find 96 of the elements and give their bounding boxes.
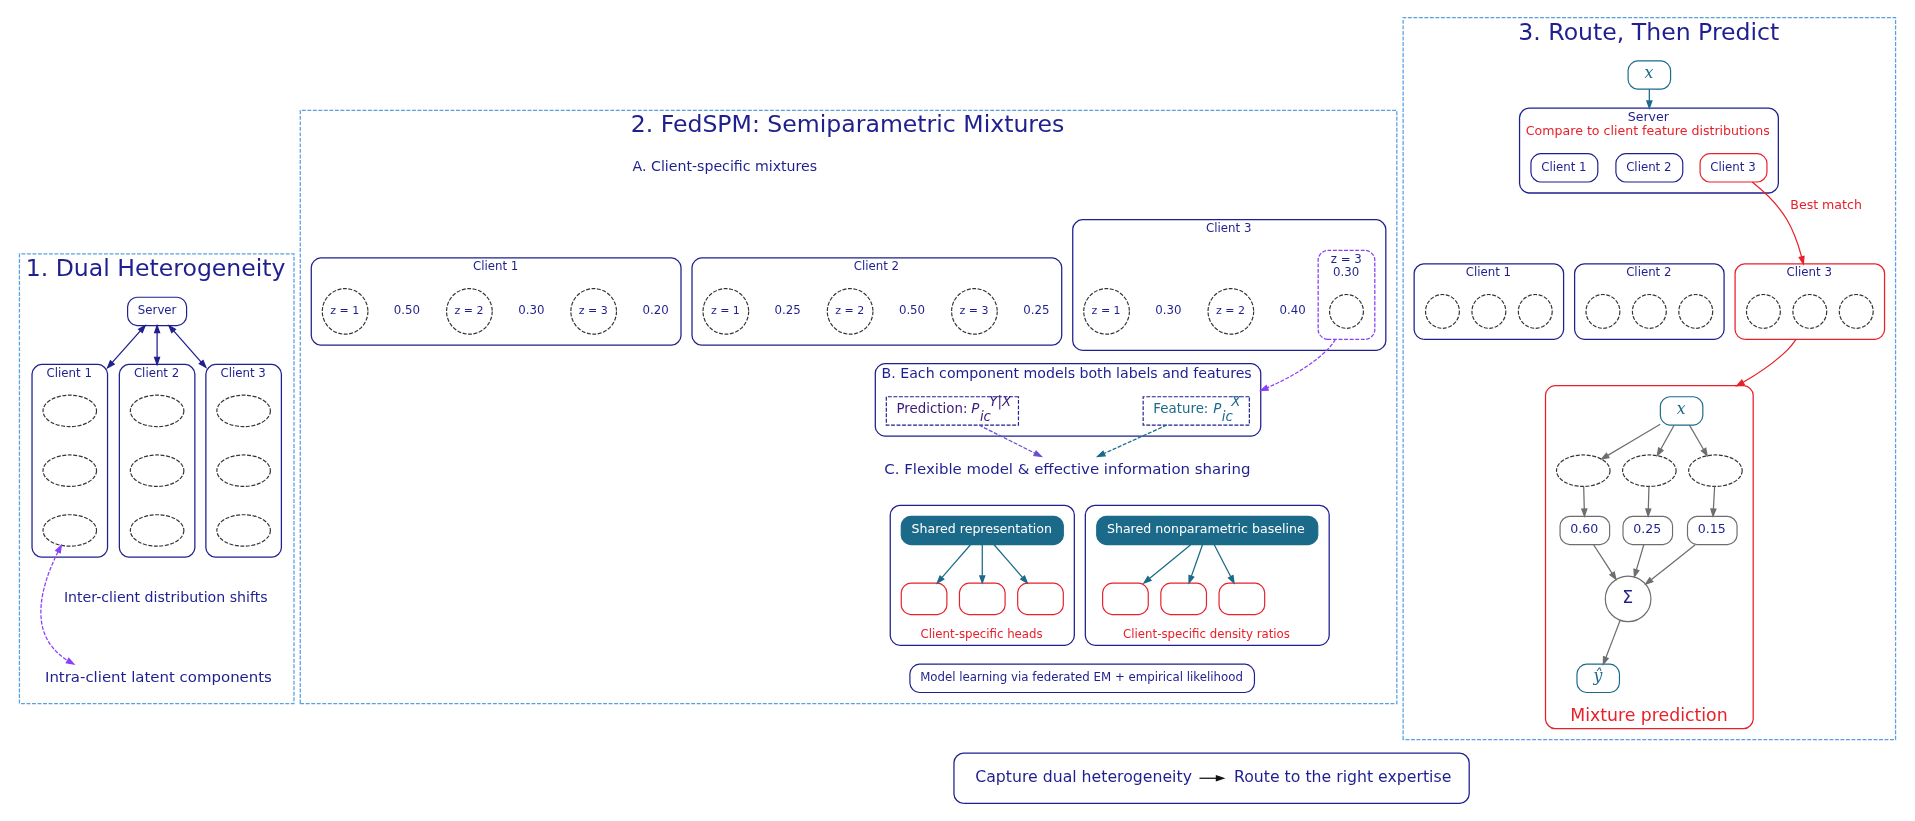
- node-text: Route to the right expertise: [1234, 767, 1452, 787]
- arrow: [978, 424, 1044, 458]
- node-circle: [1329, 293, 1364, 329]
- arrow: [1580, 485, 1588, 519]
- node-circle: [1792, 293, 1828, 329]
- arrow: [1644, 544, 1696, 586]
- cluster: z = 3 0.30: [1317, 249, 1376, 340]
- node-label: 0.50: [393, 303, 421, 318]
- node-ellipse: [129, 454, 185, 487]
- node-circle: z = 1: [1083, 288, 1130, 335]
- node-label: 0.25: [774, 303, 801, 318]
- arrow: [978, 544, 986, 585]
- cluster: Client 2: [1573, 263, 1725, 340]
- arrow: [1213, 544, 1235, 585]
- node-circle: [1745, 293, 1781, 329]
- node-label: 0.25: [1023, 303, 1050, 318]
- node-text: Intra-client latent components: [45, 668, 272, 687]
- node-circle: [1585, 293, 1621, 329]
- node-box: 0.15: [1686, 515, 1738, 546]
- node-box: Server: [127, 296, 188, 327]
- node-ellipse: [129, 514, 185, 547]
- node-circle: z = 2: [826, 288, 874, 335]
- arrow: [1751, 181, 1805, 266]
- node-label: 0.50: [898, 303, 926, 318]
- arrow: [1656, 424, 1675, 458]
- arrow: [1188, 544, 1204, 585]
- node-circle: z = 2: [446, 288, 493, 335]
- arrow: [106, 324, 147, 370]
- node-box: Shared representation: [900, 515, 1064, 546]
- node-ellipse: [42, 454, 98, 487]
- arrow: [153, 323, 161, 367]
- node-ellipse: [1688, 454, 1743, 487]
- edge-label: Best match: [1790, 197, 1862, 213]
- node-box: [1218, 582, 1266, 616]
- arrow: [1710, 485, 1717, 519]
- node-box: Model learning via federated EM + empirical likelihood: [909, 663, 1256, 694]
- node-ellipse: [1622, 454, 1677, 487]
- arrow: [1602, 619, 1621, 666]
- arrow: [993, 544, 1029, 585]
- arrow: [1633, 544, 1645, 579]
- node-text: Capture dual heterogeneity: [975, 767, 1192, 787]
- node-box: [958, 582, 1006, 616]
- node-box: [900, 582, 948, 616]
- node-box: Shared nonparametric baseline: [1096, 515, 1319, 546]
- node-ellipse: [216, 394, 271, 428]
- arrow: [1688, 424, 1709, 458]
- arrow: [1259, 338, 1337, 392]
- label: A. Client-specific mixtures: [632, 158, 818, 175]
- arrow: [1142, 544, 1192, 585]
- arrow: [1599, 423, 1661, 461]
- cluster: Client 2: [118, 363, 196, 558]
- node-box: [1017, 582, 1064, 616]
- arrow: [1592, 544, 1617, 581]
- node-label: 0.30: [1155, 303, 1182, 318]
- node-circle: z = 1: [321, 288, 369, 335]
- node-ellipse: [42, 394, 98, 428]
- node-label: 0.20: [642, 303, 669, 318]
- node-circle: z = 1: [702, 288, 750, 335]
- node-circle: [1517, 293, 1553, 329]
- cluster: Client 1: [31, 363, 109, 558]
- node-box: [1160, 582, 1208, 616]
- node-box: 0.60: [1559, 515, 1611, 546]
- node-text: C. Flexible model & effective information sharing: [884, 460, 1251, 479]
- node-box: 0.25: [1622, 515, 1674, 546]
- arrow: [936, 544, 972, 585]
- node-circle: [1678, 293, 1714, 329]
- node-box: ŷ: [1576, 663, 1621, 694]
- arrow: [40, 543, 76, 666]
- node-label: 0.30: [518, 303, 545, 318]
- node-ellipse: [129, 394, 185, 428]
- arrow: [167, 324, 208, 369]
- node-ellipse: [216, 454, 271, 487]
- node-box: Client 3: [1699, 153, 1768, 183]
- node-ellipse: [42, 514, 98, 547]
- node-box: x: [1659, 396, 1704, 426]
- node-box: [1102, 582, 1149, 616]
- node-circle: [1631, 293, 1667, 329]
- node-box: Client 1: [1530, 153, 1599, 183]
- node-circle: [1424, 293, 1460, 329]
- node-box: x: [1627, 60, 1672, 90]
- arrow: [1095, 424, 1168, 458]
- arrow: [1735, 338, 1797, 387]
- node-box: Client 2: [1615, 153, 1684, 183]
- node-circle: [1838, 293, 1874, 329]
- node-ellipse: [216, 514, 271, 547]
- node-circle: [1471, 293, 1507, 329]
- cluster: Client 3: [205, 363, 282, 558]
- node-circle: z = 3: [951, 288, 998, 335]
- node-label: 0.40: [1279, 303, 1306, 318]
- arrow: [1644, 485, 1652, 519]
- label: Inter-client distribution shifts: [63, 589, 268, 606]
- cluster: Client 3: [1734, 263, 1886, 340]
- cluster: [953, 752, 1470, 805]
- node-circle: z = 3: [570, 288, 618, 335]
- node-circle: z = 2: [1207, 288, 1255, 335]
- cluster: Client 1: [1413, 263, 1565, 340]
